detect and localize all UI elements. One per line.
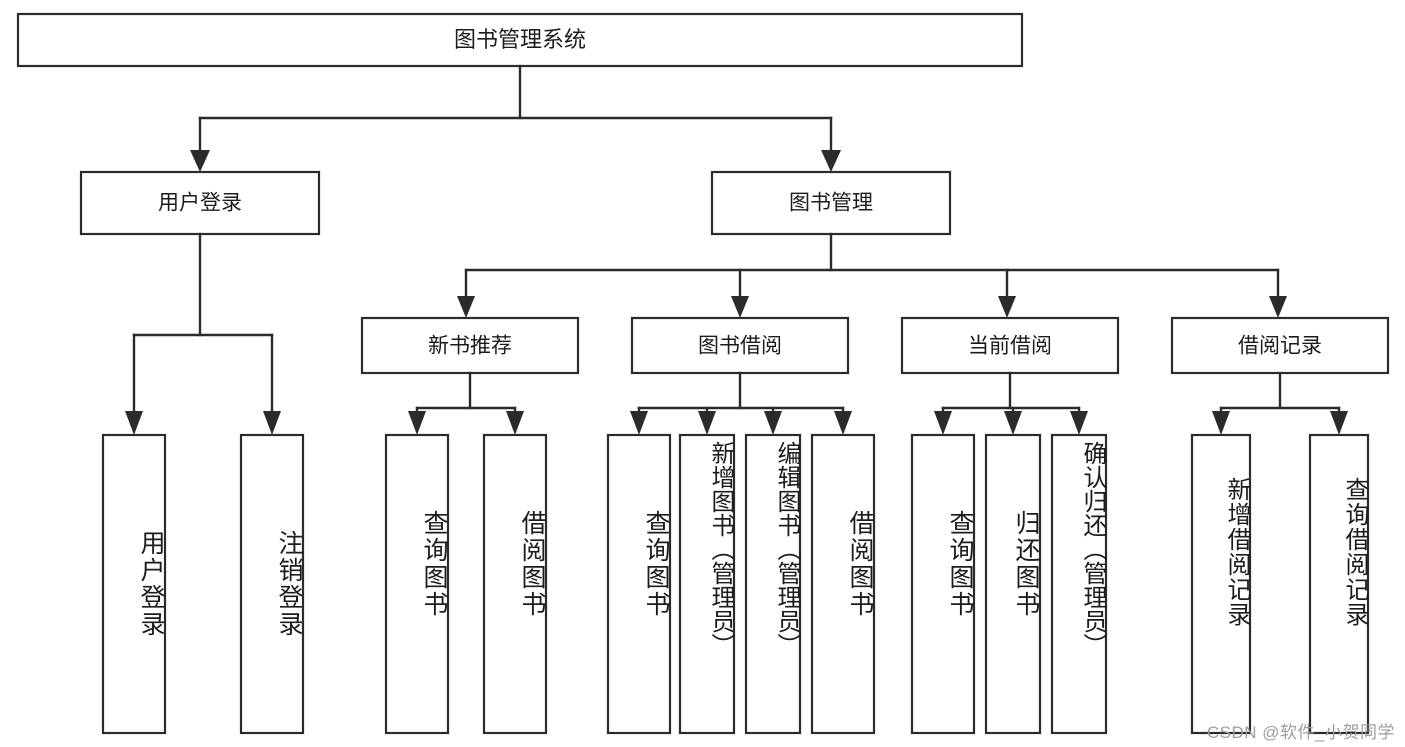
- node-root-system[interactable]: 图书管理系统: [16, 12, 1024, 68]
- arrowhead-to-new-book-recommend: [457, 296, 475, 318]
- node-leaf-logout-box[interactable]: [239, 433, 305, 735]
- node-current-borrow-box: [900, 316, 1120, 375]
- node-new-book-recommend-label: 新书推荐: [428, 335, 512, 358]
- csdn-watermark: CSDN @软件_小贺同学: [1206, 723, 1395, 742]
- arrowhead-to-leaf-logout: [263, 411, 281, 435]
- arrowhead-to-leaf-query-book-1: [408, 411, 426, 435]
- node-leaf-confirm-return-admin-box[interactable]: [1050, 433, 1108, 735]
- node-leaf-query-borrow-record-box[interactable]: [1308, 433, 1370, 735]
- arrowhead-to-current-borrow: [998, 296, 1016, 318]
- arrowhead-to-leaf-add-borrow-record: [1212, 411, 1230, 435]
- node-leaf-add-book-admin-box[interactable]: [678, 433, 736, 735]
- arrowhead-to-user-login: [190, 150, 210, 172]
- connector-user-login-to-leaves: [125, 232, 281, 435]
- arrowhead-to-book-borrow: [731, 296, 749, 318]
- leaf-boxes-group: [101, 433, 1370, 735]
- node-borrow-record-label: 借阅记录: [1238, 335, 1322, 358]
- connector-new-book-recommend-to-leaves: [408, 371, 524, 435]
- node-leaf-query-book-2-box[interactable]: [606, 433, 672, 735]
- node-leaf-query-book-3-box[interactable]: [910, 433, 976, 735]
- node-book-borrow-label: 图书借阅: [698, 335, 782, 358]
- node-current-borrow-label: 当前借阅: [968, 335, 1052, 358]
- arrowhead-to-book-manage: [821, 150, 841, 172]
- node-new-book-recommend-box: [360, 316, 580, 375]
- arrowhead-to-leaf-query-book-2: [630, 411, 648, 435]
- arrowhead-to-leaf-return-book: [1004, 411, 1022, 435]
- node-book-borrow[interactable]: 图书借阅: [630, 316, 850, 375]
- node-current-borrow[interactable]: 当前借阅: [900, 316, 1120, 375]
- node-leaf-query-book-1-box[interactable]: [384, 433, 450, 735]
- arrowhead-to-leaf-edit-book-admin: [764, 411, 782, 435]
- node-leaf-return-book-box[interactable]: [984, 433, 1042, 735]
- connector-root-to-level2: [190, 64, 841, 172]
- node-book-manage[interactable]: 图书管理: [710, 170, 952, 236]
- arrowhead-to-leaf-add-book-admin: [698, 411, 716, 435]
- connector-book-borrow-to-leaves: [630, 371, 852, 435]
- connector-book-manage-to-level3: [457, 232, 1287, 318]
- connector-borrow-record-to-leaves: [1212, 371, 1348, 435]
- connector-current-borrow-to-leaves: [934, 371, 1088, 435]
- arrowhead-to-leaf-user-login: [125, 411, 143, 435]
- arrowhead-to-leaf-borrow-book-1: [506, 411, 524, 435]
- node-leaf-borrow-book-2-box[interactable]: [810, 433, 876, 735]
- arrowhead-to-leaf-query-borrow-record: [1330, 411, 1348, 435]
- node-leaf-user-login-box[interactable]: [101, 433, 167, 735]
- node-book-manage-label: 图书管理: [789, 192, 873, 215]
- arrowhead-to-leaf-confirm-return-admin: [1070, 411, 1088, 435]
- node-leaf-add-borrow-record-box[interactable]: [1190, 433, 1252, 735]
- node-book-manage-box: [710, 170, 952, 236]
- node-root-system-box: [16, 12, 1024, 68]
- node-leaf-edit-book-admin-box[interactable]: [744, 433, 802, 735]
- node-book-borrow-box: [630, 316, 850, 375]
- node-user-login[interactable]: 用户登录: [79, 170, 321, 236]
- node-borrow-record-box: [1170, 316, 1390, 375]
- arrowhead-to-borrow-record: [1269, 296, 1287, 318]
- node-root-system-label: 图书管理系统: [454, 27, 586, 52]
- arrowhead-to-leaf-query-book-3: [934, 411, 952, 435]
- arrowhead-to-leaf-borrow-book-2: [834, 411, 852, 435]
- node-user-login-label: 用户登录: [158, 192, 242, 215]
- node-new-book-recommend[interactable]: 新书推荐: [360, 316, 580, 375]
- node-borrow-record[interactable]: 借阅记录: [1170, 316, 1390, 375]
- node-leaf-borrow-book-1-box[interactable]: [482, 433, 548, 735]
